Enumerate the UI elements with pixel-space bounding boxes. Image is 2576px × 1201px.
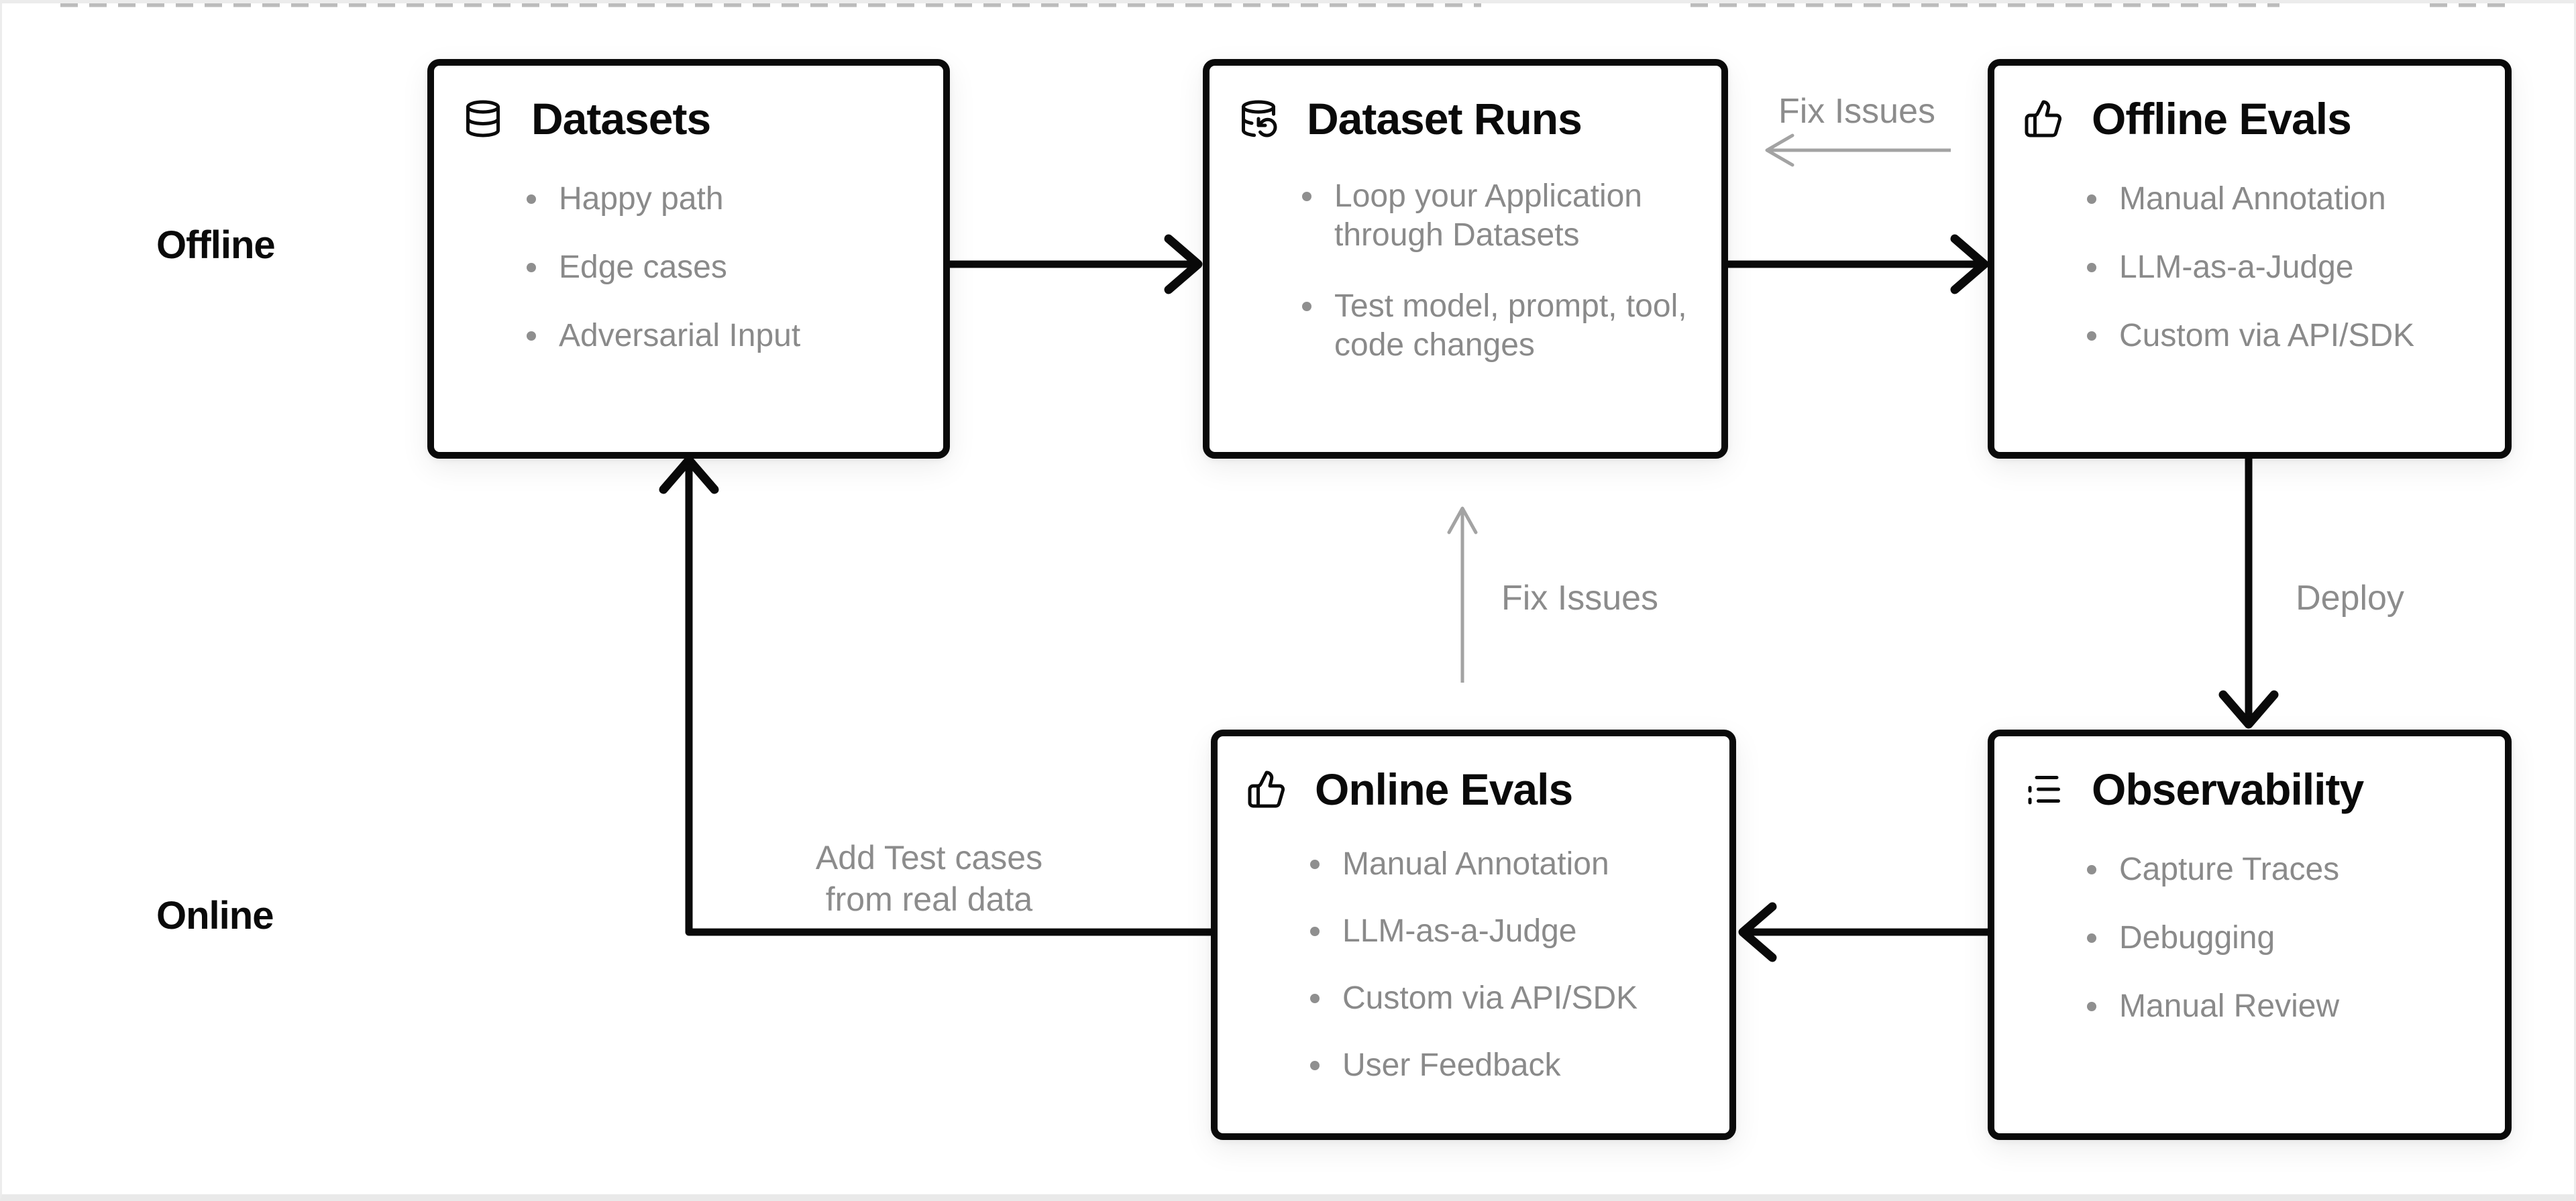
bullet-item: Custom via API/SDK <box>1310 979 1703 1018</box>
fix-issues-mid-label: Fix Issues <box>1501 579 1659 618</box>
bullet-item: LLM-as-a-Judge <box>1310 912 1703 951</box>
box-offline-evals: Offline Evals Manual Annotation LLM-as-a… <box>1988 59 2512 459</box>
bullet-item: Happy path <box>527 180 916 219</box>
box-observability-bullets: Capture Traces Debugging Manual Review <box>2023 850 2478 1026</box>
add-test-cases-line2: from real data <box>825 880 1033 918</box>
box-dataset-runs: Dataset Runs Loop your Application throu… <box>1203 59 1728 459</box>
bullet-item: Manual Review <box>2087 987 2478 1026</box>
arrow-fix-issues-mid <box>1442 504 1483 687</box>
box-online-evals-bullets: Manual Annotation LLM-as-a-Judge Custom … <box>1246 845 1703 1085</box>
box-datasets-bullets: Happy path Edge cases Adversarial Input <box>463 180 916 355</box>
list-icon <box>2023 769 2063 809</box>
box-dataset-runs-title: Dataset Runs <box>1307 94 1582 144</box>
box-dataset-runs-bullets: Loop your Application through Datasets T… <box>1238 177 1695 365</box>
arrow-datasets-to-dataset-runs <box>950 224 1205 304</box>
bullet-item: Edge cases <box>527 248 916 287</box>
bullet-item: Custom via API/SDK <box>2087 317 2478 355</box>
bullet-item: User Feedback <box>1310 1046 1703 1085</box>
thumbs-up-icon <box>1246 769 1287 809</box>
box-datasets-title: Datasets <box>531 94 711 144</box>
box-observability-title: Observability <box>2092 764 2364 814</box>
bullet-item: Debugging <box>2087 919 2478 958</box>
deploy-label: Deploy <box>2296 579 2404 618</box>
box-offline-evals-header: Offline Evals <box>2023 93 2478 145</box>
arrow-fix-issues-top <box>1763 130 1954 170</box>
offline-online-separator-line <box>0 0 2576 9</box>
arrow-dataset-runs-to-offline-evals <box>1728 224 1991 304</box>
box-online-evals: Online Evals Manual Annotation LLM-as-a-… <box>1211 730 1736 1140</box>
box-online-evals-title: Online Evals <box>1315 764 1573 814</box>
bullet-item: Test model, prompt, tool, code changes <box>1302 287 1695 365</box>
box-online-evals-header: Online Evals <box>1246 763 1703 815</box>
arrow-online-evals-to-datasets <box>649 455 1218 974</box>
database-backup-icon <box>1238 99 1279 139</box>
thumbs-up-icon <box>2023 99 2063 139</box>
box-datasets-header: Datasets <box>463 93 916 145</box>
box-offline-evals-title: Offline Evals <box>2092 94 2352 144</box>
box-dataset-runs-header: Dataset Runs <box>1238 93 1695 145</box>
bullet-item: LLM-as-a-Judge <box>2087 248 2478 287</box>
bullet-item: Manual Annotation <box>1310 845 1703 884</box>
box-offline-evals-bullets: Manual Annotation LLM-as-a-Judge Custom … <box>2023 180 2478 355</box>
bullet-item: Loop your Application through Datasets <box>1302 177 1695 255</box>
bullet-item: Capture Traces <box>2087 850 2478 889</box>
add-test-cases-line1: Add Test cases <box>815 839 1043 876</box>
database-icon <box>463 99 503 139</box>
box-observability: Observability Capture Traces Debugging M… <box>1988 730 2512 1140</box>
lane-label-offline: Offline <box>156 223 276 267</box>
arrow-offline-evals-to-observability <box>2208 459 2289 731</box>
bullet-item: Manual Annotation <box>2087 180 2478 219</box>
lane-label-online: Online <box>156 894 274 937</box>
add-test-cases-label: Add Test cases from real data <box>765 837 1093 920</box>
arrow-observability-to-online-evals <box>1738 892 1990 972</box>
fix-issues-top-label: Fix Issues <box>1778 92 1936 131</box>
box-observability-header: Observability <box>2023 763 2478 815</box>
bullet-item: Adversarial Input <box>527 317 916 355</box>
box-datasets: Datasets Happy path Edge cases Adversari… <box>427 59 950 459</box>
